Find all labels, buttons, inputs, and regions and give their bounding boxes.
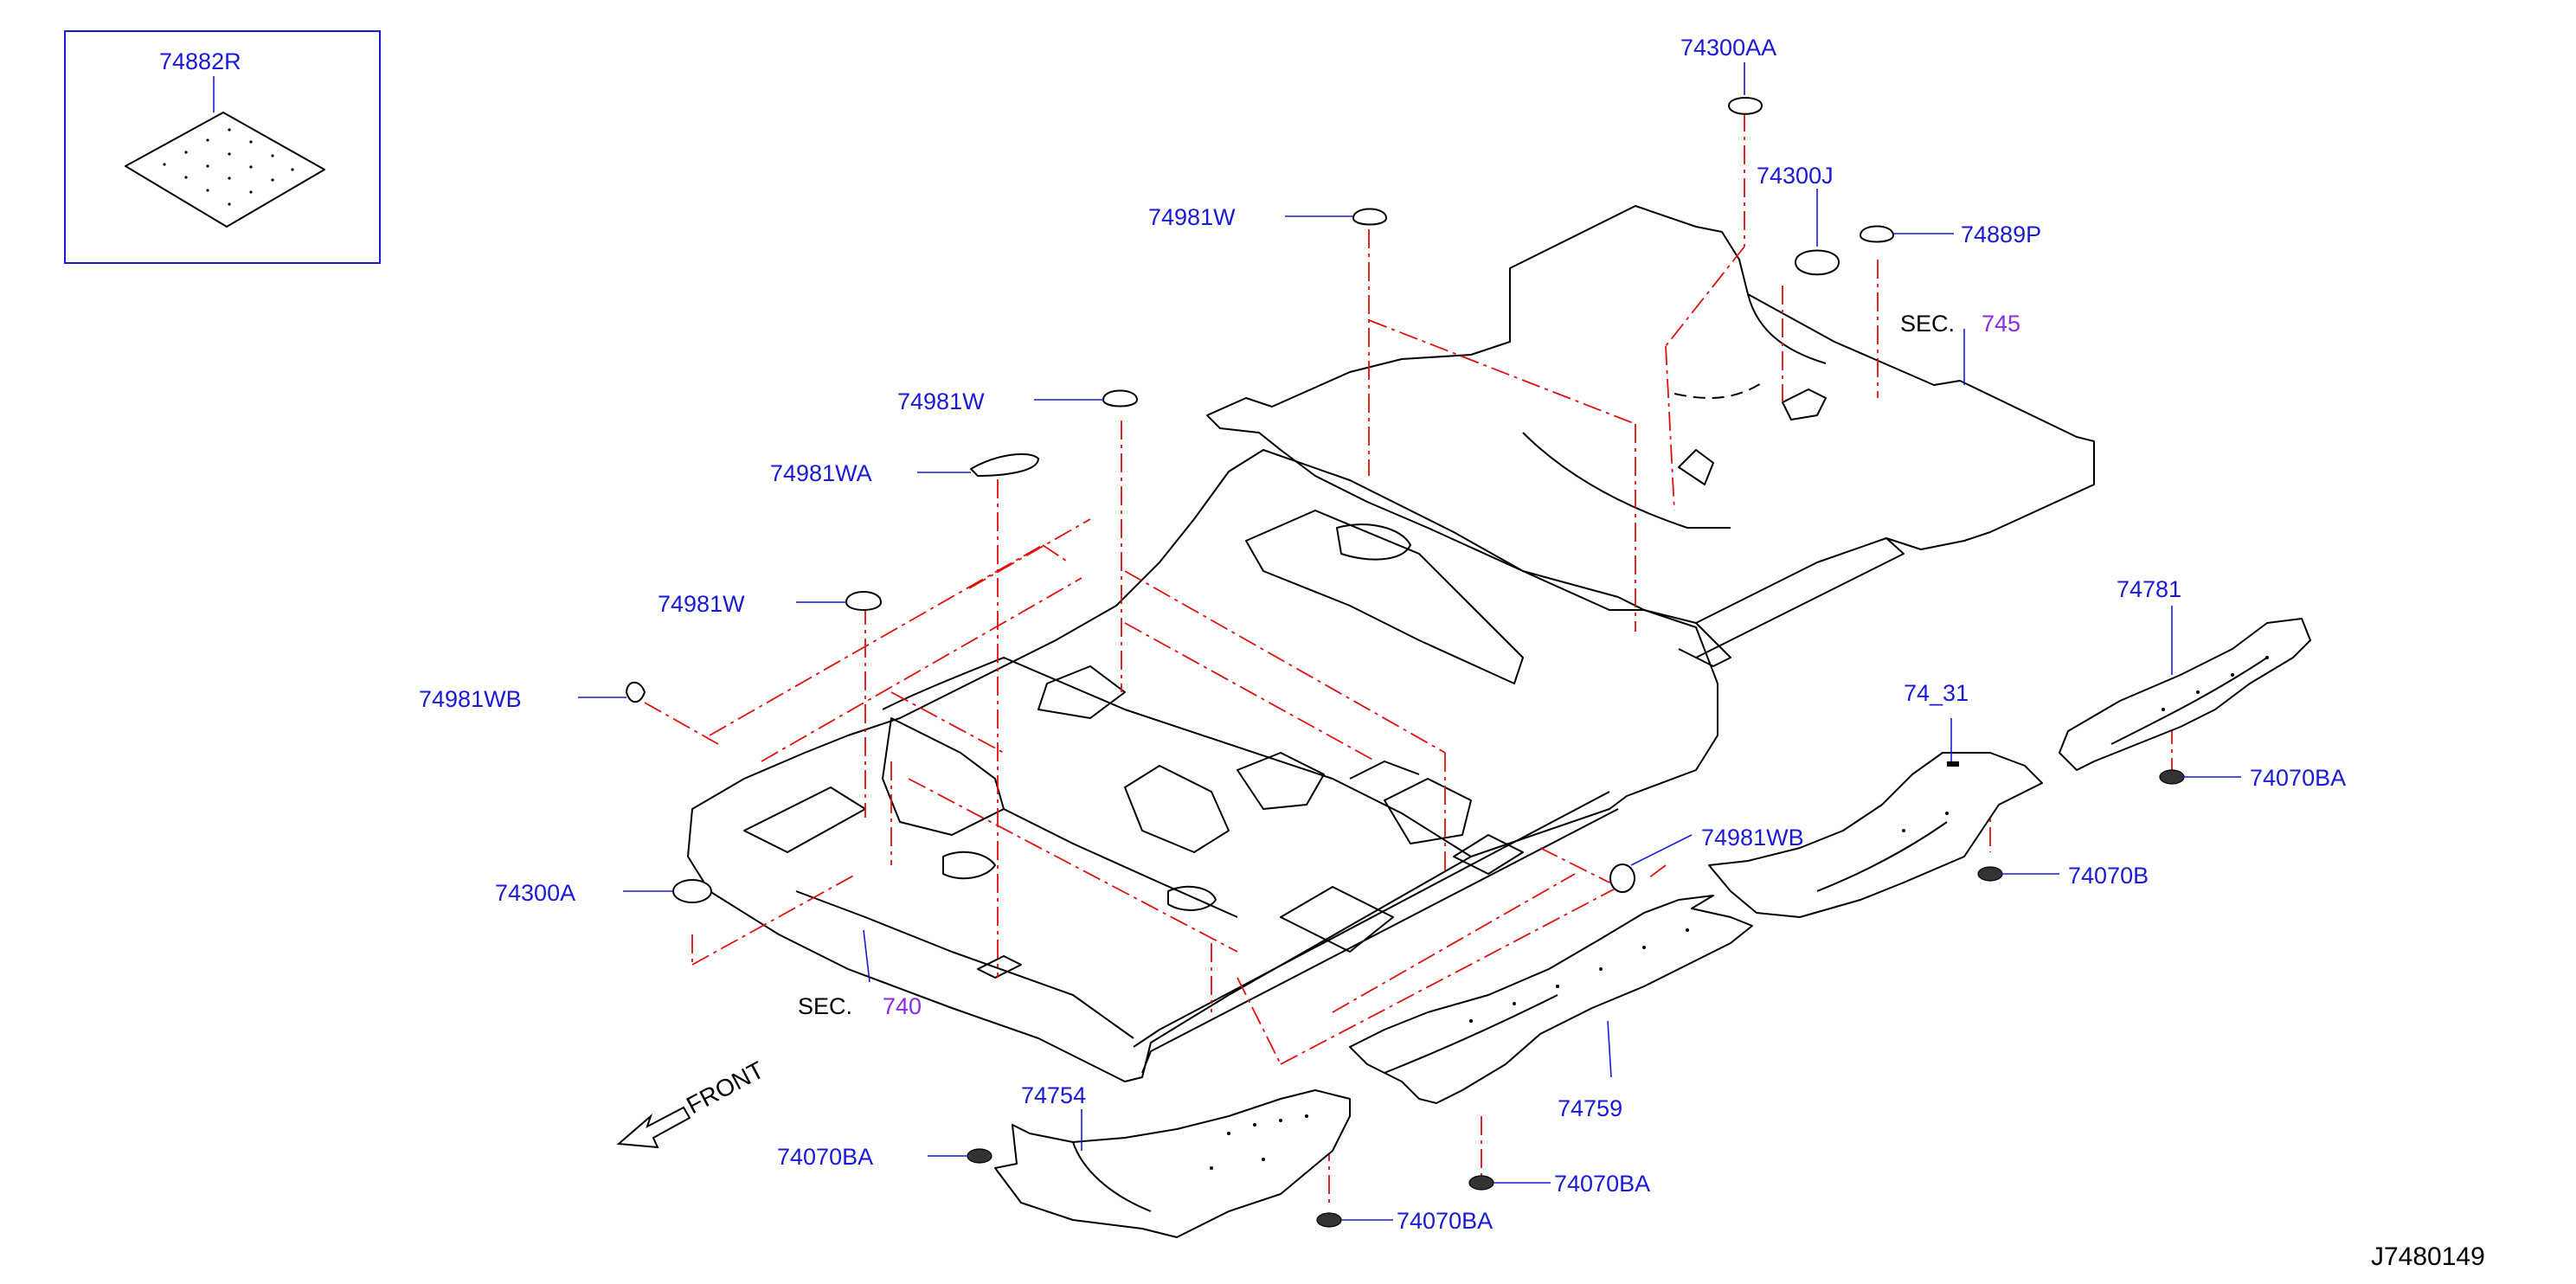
label-74981W-top[interactable]: 74981W bbox=[1148, 204, 1236, 230]
plug-74981WB-left bbox=[626, 681, 646, 703]
plug-74981W-top bbox=[1352, 208, 1387, 226]
arrow-left-icon bbox=[616, 1106, 691, 1149]
label-74882R[interactable]: 74882R bbox=[159, 48, 241, 74]
insulator-74_31 bbox=[1708, 752, 2043, 918]
diagram-id: J7480149 bbox=[2371, 1242, 2485, 1271]
sec-740-number[interactable]: 740 bbox=[883, 993, 922, 1019]
clip-74070BA-right bbox=[2159, 769, 2185, 785]
label-74754[interactable]: 74754 bbox=[1021, 1082, 1086, 1108]
plug-74981W-left bbox=[845, 591, 882, 611]
front-arrow: FRONT bbox=[616, 1056, 768, 1149]
label-74300AA[interactable]: 74300AA bbox=[1680, 35, 1776, 61]
sec-740-prefix: SEC. bbox=[798, 993, 852, 1019]
clip-74070BA-left bbox=[967, 1148, 992, 1164]
label-74070BA-left[interactable]: 74070BA bbox=[777, 1144, 873, 1170]
label-74981WB-left[interactable]: 74981WB bbox=[419, 686, 522, 712]
plug-74300J bbox=[1795, 249, 1840, 276]
plug-74889P bbox=[1860, 225, 1894, 243]
insulator-pad-74882R bbox=[125, 112, 325, 228]
sec-745-number[interactable]: 745 bbox=[1982, 311, 2020, 337]
floor-panel-assembly bbox=[687, 205, 2095, 1082]
label-74300J[interactable]: 74300J bbox=[1757, 163, 1834, 189]
plug-74981W-mid bbox=[1102, 389, 1138, 408]
inset-panel: 74882R bbox=[64, 30, 381, 264]
label-74981W-mid[interactable]: 74981W bbox=[897, 388, 985, 414]
insulator-74781 bbox=[2059, 618, 2311, 771]
plugs bbox=[626, 97, 1894, 903]
label-74981WA[interactable]: 74981WA bbox=[770, 460, 872, 486]
label-74981WB-right[interactable]: 74981WB bbox=[1701, 825, 1804, 851]
section-references: SEC. 745 SEC. 740 bbox=[798, 311, 2020, 1019]
rear-floor-panel bbox=[1206, 205, 2095, 624]
front-label: FRONT bbox=[682, 1056, 768, 1120]
front-floor-panel bbox=[687, 449, 1718, 1082]
clip-74070BA-bottom bbox=[1316, 1212, 1342, 1228]
label-74070BA-right[interactable]: 74070BA bbox=[2250, 765, 2346, 791]
label-74300A[interactable]: 74300A bbox=[495, 880, 575, 906]
label-74_31[interactable]: 74_31 bbox=[1904, 680, 1969, 706]
pad-dots bbox=[163, 128, 294, 206]
plug-74981WA bbox=[970, 453, 1039, 477]
part-labels: 74300AA 74300J 74889P 74981W 74981W 7498… bbox=[419, 35, 2346, 1234]
insulator-74759 bbox=[1349, 895, 1753, 1104]
label-74981W-left[interactable]: 74981W bbox=[658, 591, 745, 617]
label-74070B[interactable]: 74070B bbox=[2068, 863, 2149, 889]
insulator-74754 bbox=[994, 1089, 1351, 1238]
plug-74981WB-right bbox=[1609, 863, 1635, 893]
plug-74300AA bbox=[1728, 97, 1763, 115]
label-74889P[interactable]: 74889P bbox=[1961, 221, 2041, 247]
label-74070BA-bottom[interactable]: 74070BA bbox=[1397, 1208, 1493, 1234]
label-74759[interactable]: 74759 bbox=[1558, 1095, 1622, 1121]
clip-74070B bbox=[1977, 866, 2003, 882]
leader-lines bbox=[578, 62, 2241, 1221]
plug-74300A bbox=[672, 879, 712, 903]
label-74070BA-mid[interactable]: 74070BA bbox=[1554, 1171, 1650, 1197]
clip-74070BA-mid bbox=[1468, 1175, 1494, 1191]
label-74781[interactable]: 74781 bbox=[2117, 576, 2181, 602]
sec-745-prefix: SEC. bbox=[1900, 311, 1955, 337]
